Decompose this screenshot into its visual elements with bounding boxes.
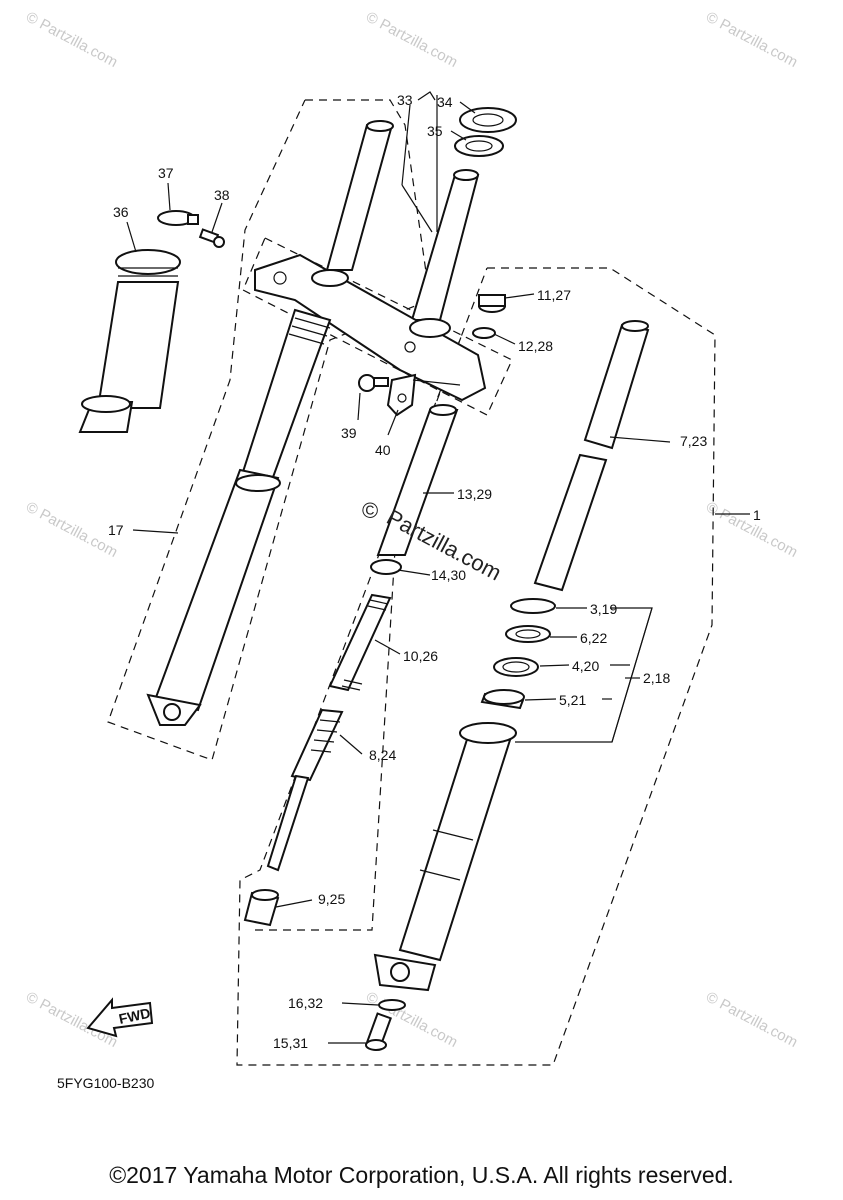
label-36: 36: [113, 204, 129, 220]
label-14-30: 14,30: [431, 567, 466, 583]
bearing-race-part: [454, 135, 504, 157]
circlip-part: [510, 598, 556, 614]
right-fork-lower-part: [373, 722, 517, 992]
fork-spring-part: [328, 593, 392, 692]
label-35: 35: [427, 123, 443, 139]
label-6-22: 6,22: [580, 630, 607, 646]
oil-seal-part: [493, 657, 539, 677]
label-9-25: 9,25: [318, 891, 345, 907]
bushing-part: [480, 689, 525, 710]
label-17: 17: [108, 522, 124, 538]
boot-clamp-part: [157, 210, 199, 226]
center-watermark-symbol: ©: [362, 498, 378, 523]
fwd-label: FWD: [117, 1005, 152, 1027]
label-39: 39: [341, 425, 357, 441]
dust-seal-part: [505, 625, 551, 643]
clamp-bolt-part: [198, 228, 225, 248]
label-34: 34: [437, 94, 453, 110]
label-11-27: 11,27: [537, 287, 571, 303]
bracket-40-part: [386, 373, 417, 417]
label-38: 38: [214, 187, 230, 203]
label-40: 40: [375, 442, 391, 458]
label-13-29: 13,29: [457, 486, 492, 502]
label-37: 37: [158, 165, 174, 181]
left-fork-lower-part: [146, 308, 332, 726]
label-5-21: 5,21: [559, 692, 586, 708]
watermark-tr: © Partzilla.com: [703, 9, 800, 71]
inner-tube-part: [376, 404, 459, 556]
label-12-28: 12,28: [518, 338, 553, 354]
diagram-code: 5FYG100-B230: [57, 1075, 154, 1091]
label-1: 1: [753, 507, 761, 523]
watermark-tl: © Partzilla.com: [23, 9, 120, 71]
o-ring-part: [472, 327, 496, 339]
label-3-19: 3,19: [590, 601, 617, 617]
label-15-31: 15,31: [273, 1035, 308, 1051]
washer-part: [378, 999, 406, 1011]
fork-boot-part: [78, 249, 181, 433]
bolt-39-part: [358, 374, 389, 392]
left-assembly-outline: [107, 99, 431, 761]
bottom-bolt-part: [365, 1012, 392, 1051]
damper-rod-part: [266, 708, 344, 872]
watermark-tc: © Partzilla.com: [363, 9, 460, 71]
watermark-ml: © Partzilla.com: [23, 499, 120, 561]
label-16-32: 16,32: [288, 995, 323, 1011]
bearing-top-part: [459, 107, 517, 133]
label-33: 33: [397, 92, 413, 108]
watermark-br: © Partzilla.com: [703, 989, 800, 1051]
label-7-23: 7,23: [680, 433, 707, 449]
cap-bolt-part: [478, 294, 506, 313]
triple-clamp-part: [254, 253, 487, 402]
copyright-notice: ©2017 Yamaha Motor Corporation, U.S.A. A…: [109, 1162, 734, 1188]
label-2-18: 2,18: [643, 670, 670, 686]
label-4-20: 4,20: [572, 658, 599, 674]
outer-tube-part: [533, 320, 650, 592]
watermark-mr: © Partzilla.com: [703, 499, 800, 561]
label-10-26: 10,26: [403, 648, 438, 664]
label-8-24: 8,24: [369, 747, 396, 763]
steering-stem-part: [325, 120, 480, 321]
spring-seat-part: [370, 559, 402, 575]
leader-lines: [126, 91, 750, 1044]
fwd-arrow-icon: FWD: [86, 997, 154, 1038]
oil-lock-piece-part: [243, 889, 280, 927]
part-labels: 33 34 35 37 38 36 11,27 12,28 39 40 7,23…: [108, 92, 761, 1051]
